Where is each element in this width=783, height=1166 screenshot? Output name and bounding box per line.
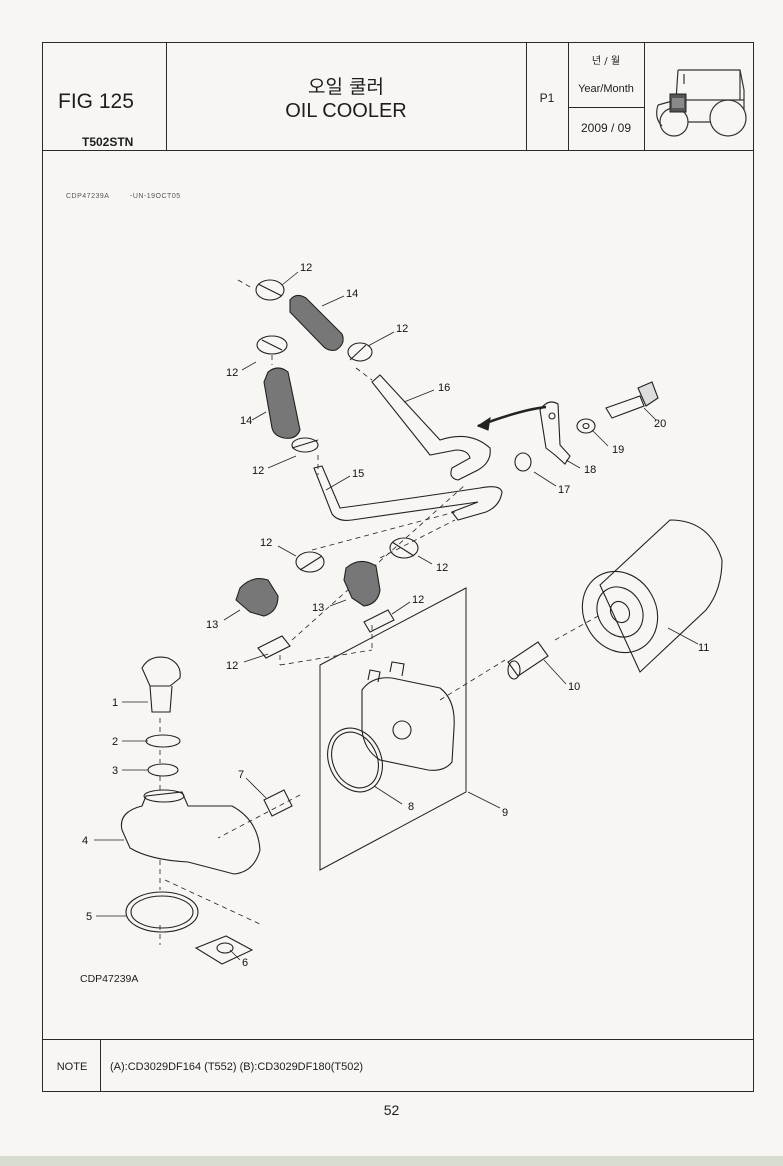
callout-label: 12	[252, 465, 264, 477]
callout-label: 2	[112, 736, 118, 748]
callout-label: 14	[346, 288, 358, 300]
callout-label: 10	[568, 681, 580, 693]
page-number: 52	[383, 1102, 400, 1118]
callout-label: 1	[112, 697, 118, 709]
header-column-divider	[644, 42, 646, 150]
page-title-korean: 오일 쿨러	[308, 76, 384, 98]
callout-label: 4	[82, 835, 88, 847]
note-divider	[42, 1039, 754, 1041]
year-month-label-korean: 년 / 월	[591, 56, 621, 67]
callout-label: 20	[654, 418, 666, 430]
callout-label: 13	[312, 602, 324, 614]
scan-edge	[0, 1156, 783, 1166]
callout-label: 16	[438, 382, 450, 394]
page-code: P1	[539, 91, 555, 105]
header-divider	[42, 150, 754, 152]
year-month-label: Year/Month	[578, 83, 634, 95]
callout-label: 12	[260, 537, 272, 549]
date-divider	[568, 107, 644, 109]
callout-label: 12	[300, 262, 312, 274]
model-code: T502STN	[82, 135, 134, 149]
callout-label: 5	[86, 911, 92, 923]
callout-label: 14	[240, 415, 252, 427]
callout-label: 12	[396, 323, 408, 335]
callout-label: 3	[112, 765, 118, 777]
note-text: (A):CD3029DF164 (T552) (B):CD3029DF180(T…	[110, 1061, 364, 1073]
note-column-divider	[100, 1039, 102, 1092]
callout-label: 6	[242, 957, 248, 969]
page-frame	[42, 42, 754, 1092]
oil-cooler-exploded-diagram: 12 14 12 12 14 12 16 15 17 18 19 20 12 1…	[82, 262, 723, 969]
note-label: NOTE	[56, 1061, 88, 1073]
header-column-divider	[526, 42, 528, 150]
callout-label: 11	[698, 642, 709, 654]
callout-label: 12	[412, 594, 424, 606]
drawing-code-top-suffix: -UN-19OCT05	[130, 193, 181, 200]
callout-label: 17	[558, 484, 570, 496]
callout-label: 9	[502, 807, 508, 819]
page-title: OIL COOLER	[285, 100, 407, 122]
callout-label: 19	[612, 444, 624, 456]
revision-date: 2009 / 09	[580, 121, 632, 135]
callout-label: 13	[206, 619, 218, 631]
callout-label: 18	[584, 464, 596, 476]
header-column-divider	[166, 42, 168, 150]
callout-label: 12	[226, 660, 238, 672]
tractor-icon	[656, 69, 747, 137]
callout-label: 8	[408, 801, 414, 813]
callout-label: 12	[226, 367, 238, 379]
callout-label: 12	[436, 562, 448, 574]
header-column-divider	[568, 42, 570, 150]
drawing-code-top: CDP47239A	[66, 193, 110, 200]
figure-number: FIG 125	[58, 90, 134, 113]
callout-label: 7	[238, 769, 244, 781]
drawing-code-bottom: CDP47239A	[80, 973, 139, 985]
callout-label: 15	[352, 468, 364, 480]
